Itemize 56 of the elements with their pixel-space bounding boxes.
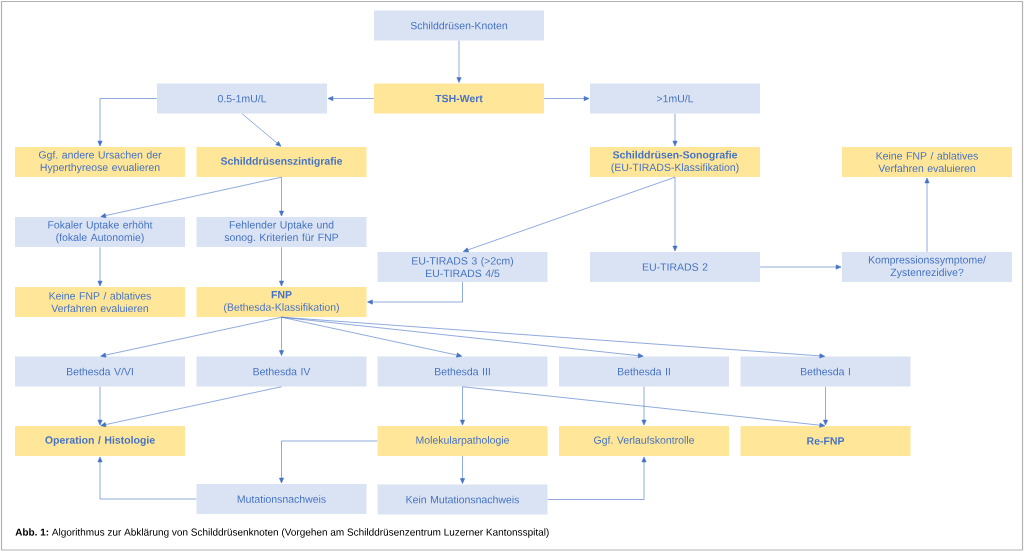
outcome-box: Keine FNP / ablatives Verfahren evaluieren [15, 287, 185, 317]
arrow [100, 176, 282, 218]
arrow [279, 316, 284, 356]
arrow [543, 96, 590, 101]
arrow [456, 40, 462, 83]
arrow [281, 316, 826, 359]
arrow [279, 246, 284, 287]
outcome-box: Ggf. andere Ursachen der Hyperthyreose evualieren [15, 147, 185, 177]
arrow [823, 386, 828, 426]
step-box: Bethesda II [559, 356, 729, 387]
arrow [672, 113, 678, 147]
step-box: EU-TIRADS 2 [590, 252, 760, 282]
arrow [100, 386, 282, 427]
arrow [279, 440, 378, 484]
arrow [460, 455, 465, 484]
arrow [460, 386, 465, 426]
arrow [281, 316, 463, 358]
step-box: EU-TIRADS 3 (>2cm) EU-TIRADS 4/5 [377, 252, 548, 282]
arrow [97, 246, 103, 287]
arrow [279, 176, 284, 217]
outcome-box: Schilddrüsenszintigrafie [196, 147, 367, 177]
outcome-box: Keine FNP / ablatives Verfahren evaluieren [842, 147, 1012, 177]
outcome-box: Molekularpathologie [377, 426, 548, 456]
step-box: Kompressionssymptome/ Zystenrezidive? [842, 252, 1012, 282]
figure-caption: Abb. 1: Algorithmus zur Abklärung von Schilddrüsenknoten (Vorgehen am Schilddrüsenzentrum Luzerner Kantonsspital) [15, 528, 549, 538]
arrow [97, 456, 197, 500]
step-box: Mutationsnachweis [196, 484, 367, 514]
arrow [672, 176, 678, 252]
step-box: 0.5-1mU/L [157, 83, 327, 114]
step-box: Bethesda I [740, 356, 911, 387]
arrow [924, 177, 930, 253]
step-box: Bethesda V/VI [15, 356, 185, 387]
outcome-box: Re-FNP [740, 426, 911, 456]
arrow [97, 98, 158, 147]
outcome-box: TSH-Wert [374, 83, 544, 114]
step-box: Bethesda III [377, 356, 548, 387]
outcome-box: FNP (Bethesda-Klassifikation) [196, 287, 367, 317]
arrow [462, 386, 826, 428]
outcome-box: Operation / Histologie [15, 426, 185, 456]
step-box: Fokaler Uptake erhöht (fokale Autonomie) [15, 217, 185, 247]
arrow [327, 96, 375, 101]
step-box: Bethesda IV [196, 356, 367, 387]
step-box: Kein Mutationsnachweis [377, 484, 548, 515]
arrow [100, 316, 282, 358]
arrow [241, 113, 282, 147]
arrow [547, 456, 647, 500]
arrow [462, 176, 676, 253]
arrow [367, 281, 463, 305]
outcome-box: Schilddrüsen-Sonografie (EU-TIRADS-Klassifikation) [590, 147, 760, 177]
step-box: >1mU/L [590, 83, 760, 114]
step-box: Fehlender Uptake und sonog. Kriterien für FNP [196, 217, 367, 247]
arrow [97, 386, 103, 426]
step-box: Schilddrüsen-Knoten [374, 10, 544, 41]
outcome-box: Ggf. Verlaufskontrolle [559, 426, 729, 456]
arrow [759, 264, 842, 270]
arrow [641, 386, 647, 426]
